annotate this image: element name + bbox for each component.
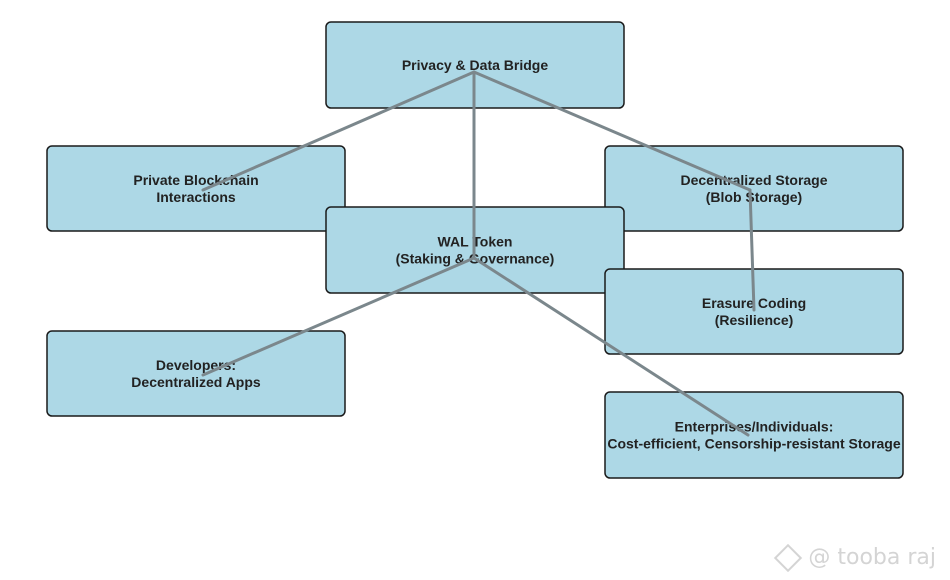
watermark: @ tooba raj bbox=[774, 543, 936, 572]
node-box bbox=[46, 330, 346, 417]
node-label: Privacy & Data Bridge bbox=[402, 57, 548, 73]
node-label: Cost-efficient, Censorship-resistant Sto… bbox=[607, 436, 900, 452]
node-label: (Blob Storage) bbox=[706, 189, 802, 205]
node-label: Decentralized Storage bbox=[680, 172, 827, 188]
node-label: Interactions bbox=[156, 189, 236, 205]
node-devs: Developers:Decentralized Apps bbox=[46, 330, 346, 417]
edge-privacy-to-private bbox=[201, 70, 476, 192]
node-label: Private Blockchain bbox=[133, 172, 258, 188]
node-label: (Resilience) bbox=[715, 312, 794, 328]
watermark-text: @ tooba raj bbox=[808, 545, 936, 570]
node-storage: Decentralized Storage(Blob Storage) bbox=[604, 145, 904, 232]
node-label: Decentralized Apps bbox=[131, 374, 261, 390]
edge-wal-to-devs bbox=[201, 256, 476, 377]
node-box bbox=[604, 391, 904, 479]
edge-wal-to-enterprise bbox=[472, 256, 750, 437]
node-box bbox=[46, 145, 346, 232]
edge-storage-to-erasure bbox=[748, 188, 756, 312]
binance-logo-icon bbox=[774, 543, 803, 572]
node-box bbox=[604, 145, 904, 232]
node-enterprise: Enterprises/Individuals:Cost-efficient, … bbox=[604, 391, 904, 479]
node-privacy: Privacy & Data Bridge bbox=[325, 21, 625, 109]
edge-privacy-to-storage bbox=[472, 70, 752, 192]
node-label: Enterprises/Individuals: bbox=[675, 419, 834, 435]
